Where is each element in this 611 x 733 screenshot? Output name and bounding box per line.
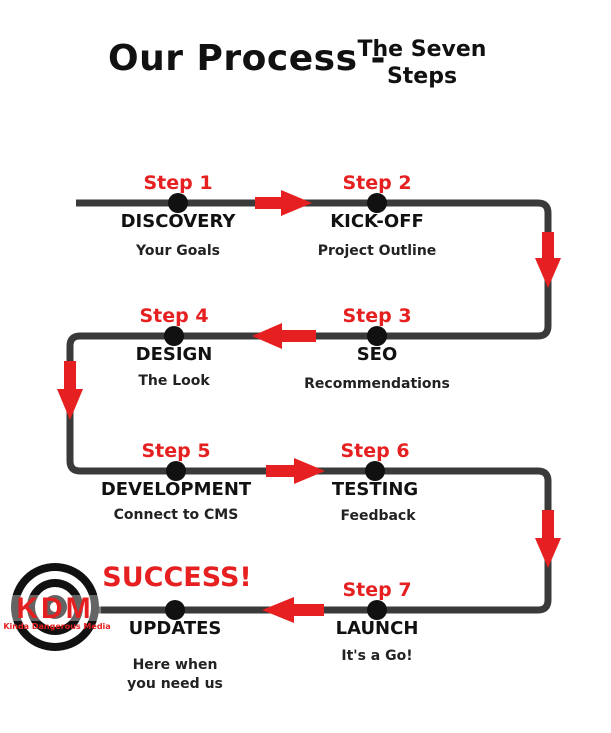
kdm-logo: KDM [9, 563, 101, 651]
arrow-left-1 [252, 323, 316, 349]
step-1-desc: Your Goals [136, 243, 220, 259]
page-subtitle: The Seven Steps [357, 37, 487, 89]
arrow-down-3 [535, 510, 561, 568]
step-2-label: Step 2 [342, 172, 412, 194]
step-2-desc: Project Outline [317, 243, 437, 259]
page-title: Our Process - [108, 38, 386, 79]
logo-caption: Kinda Dangerous Media [3, 622, 111, 631]
step-5-node [166, 461, 186, 481]
final-node [165, 600, 185, 620]
step-6-desc: Feedback [340, 508, 416, 524]
step-4-label: Step 4 [139, 305, 209, 327]
step-7-name: LAUNCH [335, 618, 419, 639]
step-3-desc: Recommendations [304, 376, 450, 392]
logo-letters: KDM [16, 592, 93, 625]
step-4-desc: The Look [138, 373, 210, 389]
step-4-name: DESIGN [135, 344, 213, 365]
step-5-name: DEVELOPMENT [100, 479, 252, 500]
step-2-name: KICK-OFF [330, 211, 424, 232]
process-path [66, 199, 552, 614]
step-3-node [367, 326, 387, 346]
arrow-right-1 [255, 190, 312, 216]
step-1-name: DISCOVERY [120, 211, 236, 232]
step-3-name: SEO [356, 344, 398, 365]
step-7-label: Step 7 [342, 579, 412, 601]
step-1-node [168, 193, 188, 213]
arrow-left-2 [262, 597, 324, 623]
arrow-right-2 [266, 458, 325, 484]
final-name: UPDATES [128, 618, 222, 639]
arrow-down-2 [57, 361, 83, 420]
step-3-label: Step 3 [342, 305, 412, 327]
step-7-desc: It's a Go! [341, 648, 413, 664]
step-1-label: Step 1 [143, 172, 213, 194]
step-5-desc: Connect to CMS [113, 507, 239, 523]
success-heading: SUCCESS! [102, 562, 252, 593]
step-5-label: Step 5 [141, 440, 211, 462]
step-4-node [164, 326, 184, 346]
step-7-node [367, 600, 387, 620]
step-6-name: TESTING [331, 479, 419, 500]
step-6-node [365, 461, 385, 481]
final-desc: Here when you need us [127, 657, 223, 692]
step-2-node [367, 193, 387, 213]
step-6-label: Step 6 [340, 440, 410, 462]
arrow-down-1 [535, 232, 561, 288]
